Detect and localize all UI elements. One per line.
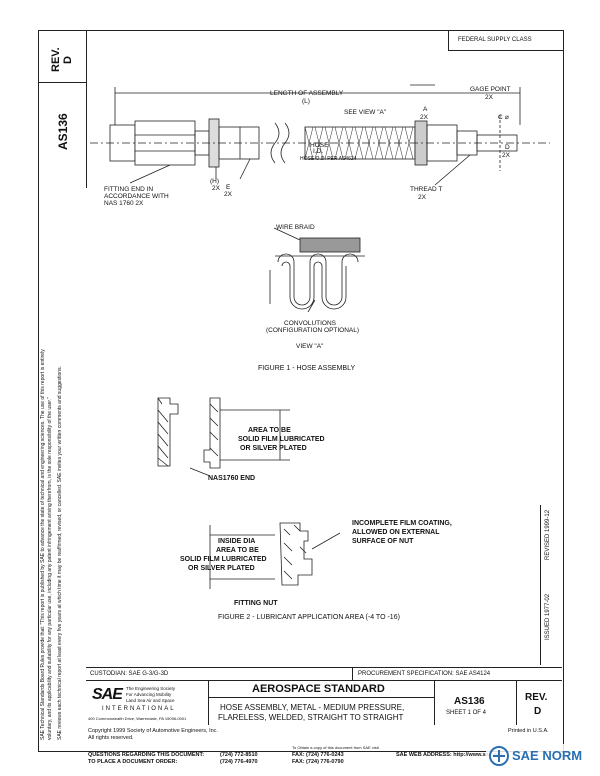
- doc-number: AS136: [454, 696, 485, 707]
- questions-label: QUESTIONS REGARDING THIS DOCUMENT:: [88, 752, 205, 758]
- area-lubricated-1: AREA TO BE: [248, 427, 291, 434]
- wire-braid-label: WIRE BRAID: [276, 224, 315, 231]
- sae-logo: SAE: [92, 686, 123, 703]
- sae-tagline-2: For Advancing Mobility: [126, 692, 172, 697]
- figure2-caption: FIGURE 2 - LUBRICANT APPLICATION AREA (-…: [218, 614, 400, 621]
- convolutions-note: (CONFIGURATION OPTIONAL): [266, 327, 360, 334]
- revised-date: REVISED 1999-12: [545, 509, 551, 560]
- fax-2: FAX: (724) 776-0790: [292, 759, 344, 765]
- revision-divider: [540, 505, 541, 665]
- see-view-a-label: SEE VIEW "A": [344, 109, 387, 116]
- issued-date: ISSUED 1977-02: [545, 593, 551, 640]
- dim-d-label: D: [505, 144, 510, 151]
- header-doc-id: AS136: [56, 113, 70, 150]
- page-frame: [38, 30, 564, 752]
- incomplete-coating-2: ALLOWED ON EXTERNAL: [352, 529, 440, 536]
- custodian: CUSTODIAN: SAE G-3/G-3D: [90, 671, 169, 677]
- dim-c-label: C: [498, 114, 503, 121]
- sheet-number: SHEET 1 OF 4: [446, 710, 486, 716]
- header-rev-value: D: [62, 56, 74, 64]
- side-note-3: SAE reviews each technical report at lea…: [57, 366, 63, 740]
- gage-point-label: GAGE POINT: [470, 86, 511, 93]
- federal-supply-class-box: [448, 30, 563, 51]
- hose-od-label: HOSE O.D. PER AS4624: [300, 156, 357, 162]
- view-a-detail: [269, 227, 365, 313]
- sae-tagline-1: The Engineering Society: [126, 686, 176, 691]
- nas1760-end-label: NAS1760 END: [208, 475, 256, 482]
- divider: [516, 681, 517, 725]
- title-line-2: FLARELESS, WELDED, STRAIGHT TO STRAIGHT: [218, 713, 404, 722]
- area-lubricated-3: OR SILVER PLATED: [240, 445, 307, 452]
- view-a-label: VIEW "A": [296, 343, 324, 350]
- sae-international: INTERNATIONAL: [102, 706, 176, 712]
- divider: [86, 680, 562, 681]
- copyright: Copyright 1999 Society of Automotive Eng…: [88, 728, 218, 734]
- place-order-label: TO PLACE A DOCUMENT ORDER:: [88, 759, 178, 765]
- aerospace-standard: AEROSPACE STANDARD: [252, 683, 385, 695]
- federal-supply-class: FEDERAL SUPPLY CLASS: [458, 37, 532, 43]
- fitting-end-3: NAS 1760 2X: [104, 200, 144, 207]
- figure1-caption: FIGURE 1 - HOSE ASSEMBLY: [258, 365, 356, 372]
- incomplete-coating-1: INCOMPLETE FILM COATING,: [352, 520, 452, 527]
- divider: [38, 82, 86, 83]
- inside-dia-1: INSIDE DIA: [218, 538, 256, 545]
- hose-id2-label: I.D.: [313, 148, 324, 155]
- nas1760-end-drawing: [157, 397, 290, 477]
- dim-h-label: (H): [210, 178, 220, 185]
- tb-rev-label: REV.: [525, 692, 548, 703]
- side-note-2: voluntary, and its applicability and sui…: [47, 397, 53, 740]
- tb-rev-value: D: [534, 706, 542, 717]
- dim-e-label: E: [226, 184, 231, 191]
- phone-1: (724) 772-8510: [220, 752, 258, 758]
- dim-a-label: A: [423, 106, 428, 113]
- sae-address: 400 Commonwealth Drive, Warrendale, PA 1…: [88, 716, 187, 721]
- dim-h-count: 2X: [212, 185, 220, 192]
- title-line-1: HOSE ASSEMBLY, METAL - MEDIUM PRESSURE,: [220, 703, 405, 712]
- fax-1: FAX: (724) 776-0243: [292, 752, 344, 758]
- phone-2: (724) 776-4970: [220, 759, 258, 765]
- divider: [352, 667, 353, 680]
- header-rev-label: REV.: [50, 47, 62, 72]
- area-lubricated-2: SOLID FILM LUBRICATED: [238, 436, 325, 443]
- fax-note: To Obtain a copy of this document from S…: [292, 745, 379, 750]
- convolutions-label: CONVOLUTIONS: [284, 320, 337, 327]
- hose-id-label: HOSE: [310, 142, 329, 149]
- fitting-nut-label: FITTING NUT: [234, 600, 278, 607]
- inside-dia-3: SOLID FILM LUBRICATED: [180, 556, 267, 563]
- fitting-end-1: FITTING END IN: [104, 186, 154, 193]
- printed-in: Printed in U.S.A.: [508, 728, 549, 734]
- thread-count: 2X: [418, 194, 426, 201]
- dim-e-count: 2X: [224, 191, 232, 198]
- length-symbol: (L): [302, 98, 310, 105]
- side-note-1: SAE Technical Standards Board Rules prov…: [40, 349, 46, 740]
- dim-c-note: ⌀: [505, 114, 509, 121]
- procurement-spec: PROCUREMENT SPECIFICATION: SAE AS4124: [358, 671, 491, 677]
- inside-dia-4: OR SILVER PLATED: [188, 565, 255, 572]
- sae-logo-block: [86, 681, 209, 725]
- length-of-assembly-label: LENGTH OF ASSEMBLY: [270, 90, 344, 97]
- thread-label: THREAD T: [410, 186, 443, 193]
- dim-2x-label: 2X: [502, 152, 510, 159]
- watermark-icon: [489, 746, 509, 766]
- inside-dia-2: AREA TO BE: [216, 547, 259, 554]
- sae-tagline-3: Land Sea Air and Space: [126, 698, 175, 703]
- fitting-end-2: ACCORDANCE WITH: [104, 193, 169, 200]
- hose-assembly-drawing: [90, 84, 550, 186]
- gage-count: 2X: [485, 94, 493, 101]
- fitting-nut-drawing: [209, 522, 341, 589]
- left-header-column: [38, 30, 87, 188]
- watermark-text: SAE NORM: [512, 748, 583, 763]
- rights: All rights reserved.: [88, 735, 134, 741]
- title-block: [86, 667, 562, 751]
- web-address: SAE WEB ADDRESS: http://www.sae.org: [396, 752, 503, 758]
- divider: [434, 681, 435, 725]
- dim-a-count: 2X: [420, 114, 428, 121]
- incomplete-coating-3: SURFACE OF NUT: [352, 538, 414, 545]
- divider: [208, 697, 434, 698]
